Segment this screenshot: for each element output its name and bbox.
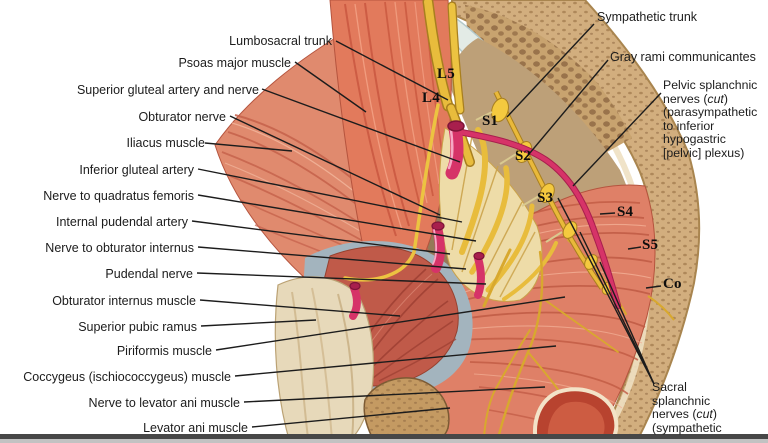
label-vertebra-S4: S4 (617, 204, 634, 220)
label-nerve-to-quadratus-femoris: Nerve to quadratus femoris (43, 189, 194, 203)
label-vertebra-L5: L5 (437, 66, 455, 82)
label-pudendal-nerve: Pudendal nerve (105, 267, 193, 281)
leader-line (261, 88, 461, 163)
pelvic-splanchnic-line3: (parasympathetic (663, 105, 758, 120)
leader-line (579, 231, 655, 385)
label-coccygeus-muscle: Coccygeus (ischiococcygeus) muscle (23, 370, 231, 384)
leader-line (199, 299, 401, 317)
pelvic-splanchnic-line2: nerves (cut) (663, 91, 728, 106)
label-nerve-to-levator-ani-muscle: Nerve to levator ani muscle (88, 396, 240, 410)
label-psoas-major-muscle: Psoas major muscle (178, 56, 291, 70)
label-obturator-internus-muscle: Obturator internus muscle (52, 294, 196, 308)
label-gray-rami-communicantes: Gray rami communicantes (610, 50, 756, 64)
sacral-splanchnic-line4: (sympathetic (652, 420, 722, 435)
sacral-splanchnic-line3: nerves (cut) (652, 407, 717, 422)
label-sympathetic-trunk: Sympathetic trunk (597, 10, 698, 24)
label-vertebra-S2: S2 (515, 148, 532, 164)
leader-line (197, 246, 467, 270)
leader-line (204, 142, 293, 152)
sacral-splanchnic-line1: Sacral (652, 380, 687, 394)
label-piriformis-muscle: Piriformis muscle (116, 344, 212, 358)
label-superior-pubic-ramus: Superior pubic ramus (78, 320, 197, 334)
leader-line (200, 319, 317, 327)
leader-line (215, 296, 566, 351)
leader-line (234, 345, 557, 377)
arteries (349, 120, 622, 320)
sacral-plexus-nerve-fan (438, 127, 543, 302)
sacral-splanchnic-line2: splanchnic (652, 393, 711, 408)
leader-line (523, 59, 609, 161)
leader-line (243, 386, 546, 403)
page-bottom-border (0, 434, 768, 443)
gray-rami (475, 111, 563, 243)
label-levator-ani-muscle: Levator ani muscle (143, 421, 248, 435)
leader-line (627, 246, 642, 250)
leader-line (196, 272, 487, 285)
leader-lines (191, 23, 662, 428)
label-sacral-splanchnic-nerves: Sacral splanchnic nerves (cut) (sympathe… (652, 380, 722, 435)
leader-line (599, 261, 655, 385)
leader-line (197, 168, 463, 223)
leader-line (557, 197, 655, 385)
label-vertebra-L4: L4 (422, 90, 440, 106)
label-vertebra-S1: S1 (482, 113, 499, 129)
superior-pubic-ramus-bone (274, 276, 375, 443)
leader-line (599, 212, 616, 215)
pelvic-splanchnic-line4: to inferior (663, 118, 715, 133)
leader-line (335, 40, 449, 101)
pelvic-splanchnic-line1: Pelvic splanchnic (663, 78, 758, 92)
leader-line (229, 115, 441, 216)
iliac-crest-trabecular-bone (465, 5, 632, 156)
label-iliacus-muscle: Iliacus muscle (126, 136, 206, 150)
leader-line (294, 61, 367, 113)
label-nerve-to-obturator-internus: Nerve to obturator internus (45, 241, 194, 255)
label-vertebra-Co: Co (663, 276, 682, 292)
label-vertebra-S5: S5 (642, 237, 659, 253)
leader-line (251, 407, 451, 428)
label-internal-pudendal-artery: Internal pudendal artery (55, 215, 188, 229)
label-pelvic-splanchnic-nerves: Pelvic splanchnic nerves (cut) (parasymp… (663, 78, 758, 161)
rectum-cut (533, 387, 619, 443)
label-inferior-gluteal-artery: Inferior gluteal artery (79, 163, 194, 177)
pelvic-splanchnic-line6: [pelvic] plexus) (663, 145, 745, 160)
label-superior-gluteal-artery-and-nerve: Superior gluteal artery and nerve (76, 83, 259, 97)
leader-line (645, 285, 662, 289)
leader-line (191, 220, 451, 255)
label-vertebra-S3: S3 (537, 190, 554, 206)
leader-line (506, 23, 595, 118)
label-lumbosacral-trunk: Lumbosacral trunk (229, 34, 332, 48)
leader-line (197, 194, 477, 242)
pelvic-splanchnic-line5: hypogastric (663, 132, 726, 147)
label-obturator-nerve: Obturator nerve (138, 110, 226, 124)
leader-line (572, 92, 662, 187)
